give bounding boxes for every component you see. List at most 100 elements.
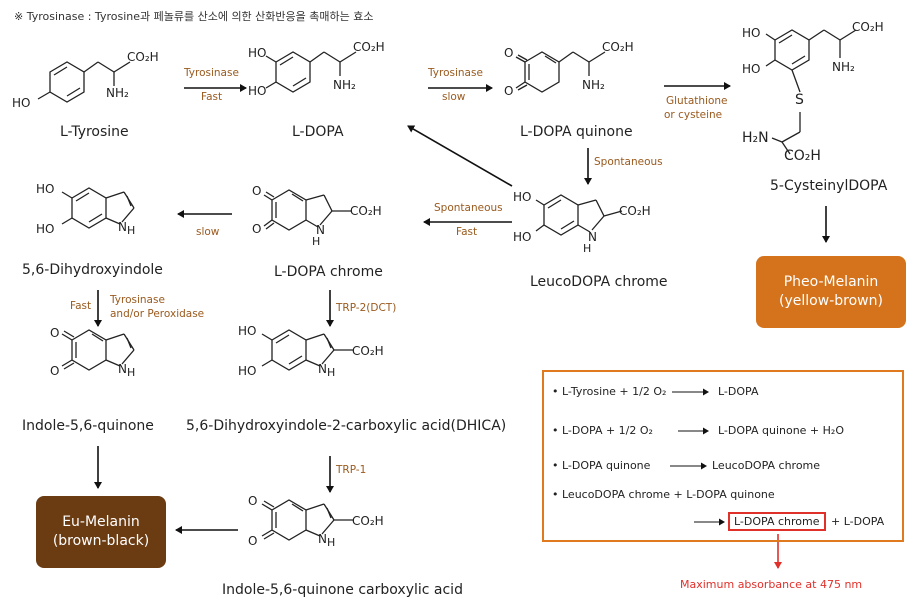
iq-o-2: O — [50, 364, 60, 378]
label-iqca: Indole-5,6-quinone carboxylic acid — [222, 582, 463, 598]
iqca-co2h: CO₂H — [352, 514, 384, 528]
indolequinone-structure — [61, 329, 135, 371]
quinone-o-2: O — [504, 84, 514, 98]
tyrosine-structure — [37, 61, 131, 103]
dhi-h: H — [127, 224, 136, 237]
dhi-ho-1: HO — [36, 182, 55, 196]
enz-slow: slow — [442, 91, 466, 103]
tyrosine-nh2: NH₂ — [106, 86, 129, 100]
tyrosine-ho: HO — [12, 96, 31, 110]
dopachrome-h: H — [312, 235, 321, 248]
label-cysteinyldopa: 5-CysteinylDOPA — [770, 178, 888, 194]
eq3-left: • L-DOPA quinone — [552, 459, 651, 472]
eumelanin-box: Eu-Melanin (brown-black) — [36, 496, 166, 568]
enz-or-cysteine: or cysteine — [664, 109, 723, 121]
enz-trp1: TRP-1 — [336, 464, 367, 476]
eumelanin-color: (brown-black) — [52, 533, 150, 549]
enz-dhi-fast: Fast — [70, 300, 92, 312]
enz-glutathione: Glutathione — [666, 95, 728, 107]
dhica-co2h: CO₂H — [352, 344, 384, 358]
dopachrome-o-1: O — [252, 184, 262, 198]
label-tyrosine: L-Tyrosine — [60, 124, 129, 140]
enz-dhi-tyrosinase: Tyrosinase — [110, 294, 165, 306]
eumelanin-title: Eu-Melanin — [62, 514, 140, 530]
dhi-structure — [61, 187, 135, 229]
label-leucodopachrome: LeucoDOPA chrome — [530, 274, 668, 290]
iqca-n: N — [318, 532, 327, 546]
pheomelanin-box: Pheo-Melanin (yellow-brown) — [756, 256, 906, 328]
tyrosinase-note: ※ Tyrosinase : Tyrosine과 페놀류를 산소에 의한 산화반… — [14, 10, 374, 23]
equations-box — [542, 370, 904, 542]
dopachrome-n: N — [316, 223, 325, 237]
dhica-ho-2: HO — [238, 364, 257, 378]
enz-spontaneous-1: Spontaneous — [594, 156, 663, 168]
eq5-highlight: L-DOPA chrome — [728, 512, 826, 531]
pheomelanin-title: Pheo-Melanin — [783, 274, 879, 290]
eq2-right: L-DOPA quinone + H₂O — [718, 424, 844, 437]
enz-tyrosinase-fast: Tyrosinase — [184, 67, 239, 79]
dopachrome-o-2: O — [252, 222, 262, 236]
arrow-leuco-dopa — [407, 125, 513, 187]
cys-co2h-2: CO₂H — [784, 148, 821, 164]
label-dopaquinone: L-DOPA quinone — [520, 124, 633, 140]
leuco-co2h: CO₂H — [619, 204, 651, 218]
dopachrome-structure — [263, 189, 352, 231]
dopa-ho-2: HO — [248, 84, 267, 98]
leuco-ho-2: HO — [513, 230, 532, 244]
label-dopa: L-DOPA — [292, 124, 344, 140]
dopachrome-co2h: CO₂H — [350, 204, 382, 218]
leuco-ho-1: HO — [513, 190, 532, 204]
eq4-left: • LeucoDOPA chrome + L-DOPA quinone — [552, 488, 775, 501]
enz-fast: Fast — [201, 91, 223, 103]
dopa-nh2: NH₂ — [333, 78, 356, 92]
label-dhica: 5,6-Dihydroxyindole-2-carboxylic acid(DH… — [186, 418, 507, 434]
iqca-o-1: O — [248, 494, 258, 508]
leuco-h: H — [583, 242, 592, 255]
eq1-left: • L-Tyrosine + 1/2 O₂ — [552, 385, 667, 398]
dopa-structure — [265, 51, 357, 93]
iq-o-1: O — [50, 326, 60, 340]
dopa-co2h: CO₂H — [353, 40, 385, 54]
eq3-right: LeucoDOPA chrome — [712, 459, 821, 472]
enz-tyrosinase-slow: Tyrosinase — [428, 67, 483, 79]
cys-nh2: NH₂ — [832, 60, 855, 74]
dhica-n: N — [318, 362, 327, 376]
dopa-ho-1: HO — [248, 46, 267, 60]
eq2-left: • L-DOPA + 1/2 O₂ — [552, 424, 653, 437]
label-dhi: 5,6-Dihydroxyindole — [22, 262, 163, 278]
cys-h2n: H₂N — [742, 130, 769, 146]
dhi-ho-2: HO — [36, 222, 55, 236]
enz-dhi-peroxidase: and/or Peroxidase — [110, 308, 205, 320]
iqca-o-2: O — [248, 534, 258, 548]
quinone-o-1: O — [504, 46, 514, 60]
leucodopachrome-structure — [535, 194, 623, 236]
enz-dhi-slow: slow — [196, 226, 220, 238]
eq5-right: + L-DOPA — [831, 515, 885, 528]
dopaquinone-structure — [515, 51, 606, 93]
dhica-h: H — [327, 366, 336, 379]
label-indolequinone: Indole-5,6-quinone — [22, 418, 154, 434]
iqca-h: H — [327, 536, 336, 549]
iq-n: N — [118, 362, 127, 376]
enz-spontaneous-2: Spontaneous — [434, 202, 503, 214]
cys-ho-2: HO — [742, 62, 761, 76]
iqca-structure — [261, 499, 354, 541]
enz-spontaneous-fast: Fast — [456, 226, 478, 238]
cys-co2h-1: CO₂H — [852, 20, 884, 34]
quinone-nh2: NH₂ — [582, 78, 605, 92]
iq-h: H — [127, 366, 136, 379]
quinone-co2h: CO₂H — [602, 40, 634, 54]
eq1-right: L-DOPA — [718, 385, 759, 398]
absorbance-note: Maximum absorbance at 475 nm — [680, 578, 863, 591]
label-dopachrome: L-DOPA chrome — [274, 264, 383, 280]
dhica-ho-1: HO — [238, 324, 257, 338]
cys-s: S — [795, 92, 804, 108]
pheomelanin-color: (yellow-brown) — [779, 293, 883, 309]
cysteinyldopa-structure — [765, 29, 857, 155]
tyrosine-co2h: CO₂H — [127, 50, 159, 64]
dhica-structure — [261, 329, 354, 371]
dhi-n: N — [118, 220, 127, 234]
cys-ho-1: HO — [742, 26, 761, 40]
leuco-n: N — [588, 230, 597, 244]
